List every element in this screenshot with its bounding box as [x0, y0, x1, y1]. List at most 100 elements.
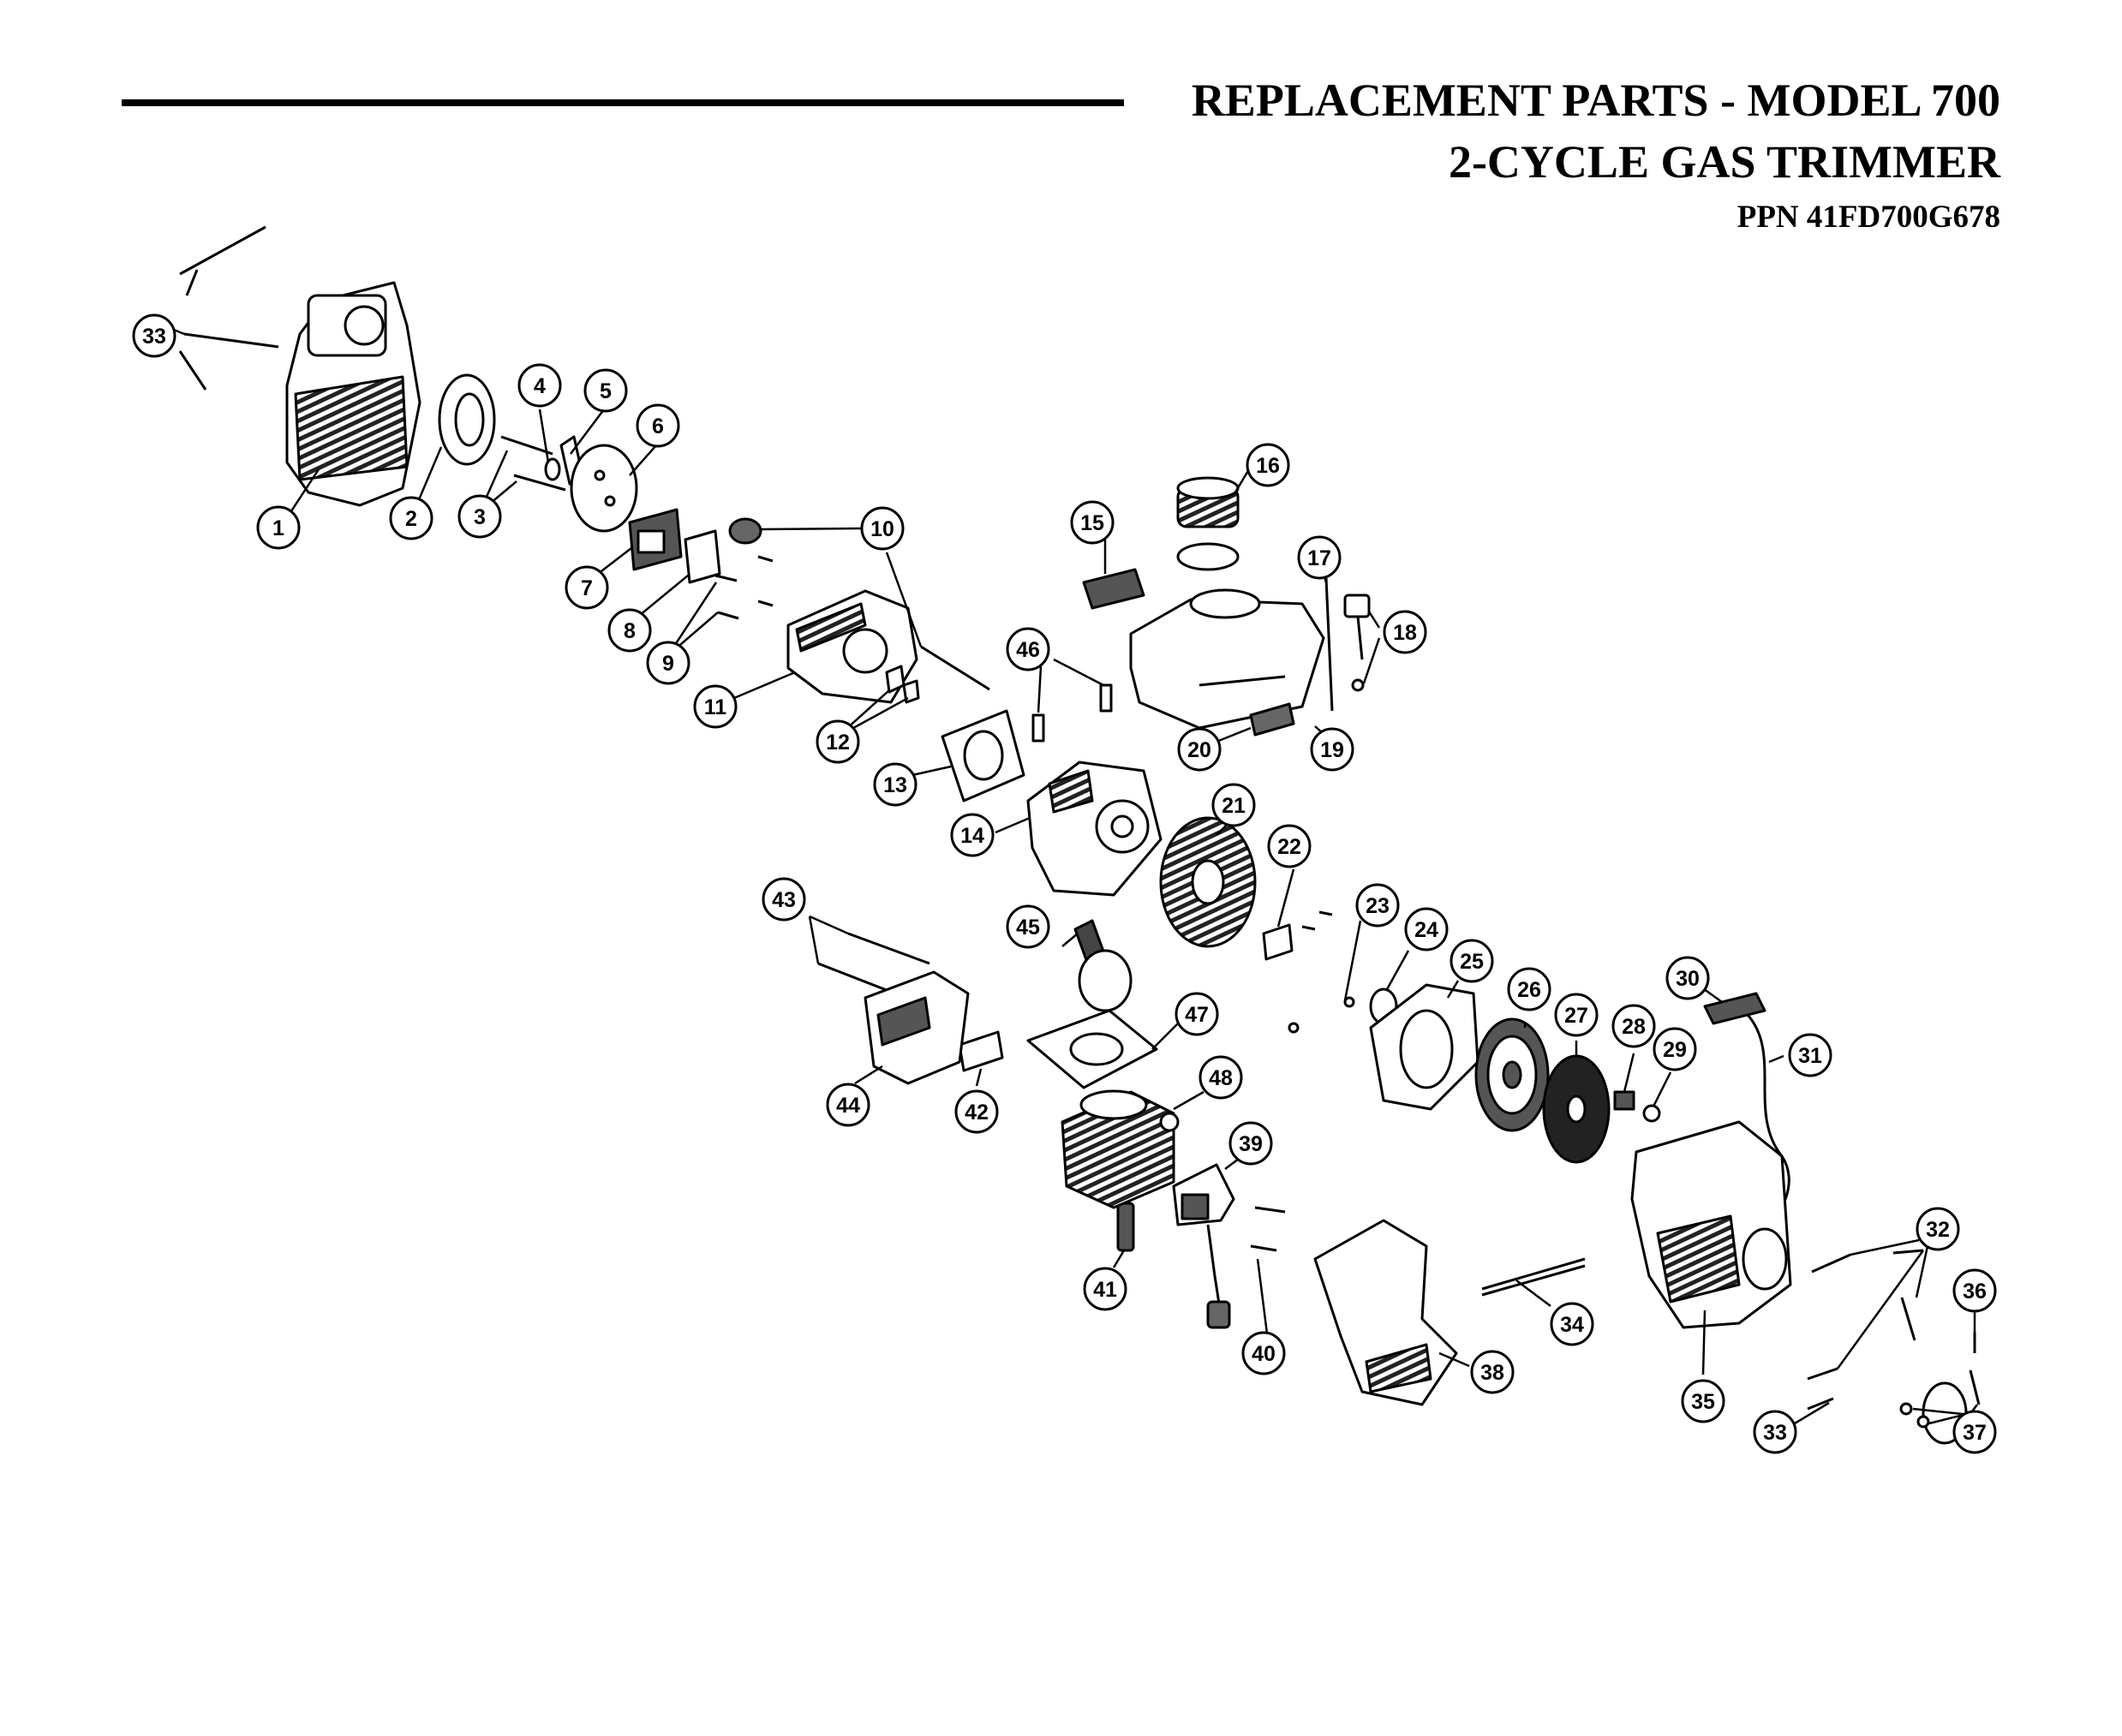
callout-circle — [1916, 1207, 1960, 1251]
callout-label: 41 — [1093, 1278, 1117, 1302]
callout-circle — [457, 494, 502, 539]
callout-circle — [132, 313, 176, 358]
callout-label: 5 — [600, 379, 612, 403]
callout-label: 43 — [772, 888, 796, 912]
callout-circle — [646, 641, 690, 685]
callout-circle — [256, 505, 301, 550]
callout-32: 32 — [1916, 1207, 1960, 1251]
callout-circle — [873, 762, 918, 807]
callout-label: 48 — [1209, 1066, 1233, 1090]
callout-9: 9 — [646, 641, 690, 685]
callout-20: 20 — [1177, 727, 1222, 772]
part-32-screws — [1807, 1249, 1924, 1381]
callout-circle — [1952, 1410, 1997, 1454]
callout-23: 23 — [1355, 883, 1400, 928]
callout-25: 25 — [1450, 939, 1494, 983]
part-12-clips — [885, 665, 920, 704]
callout-18: 18 — [1383, 610, 1427, 654]
callout-label: 39 — [1239, 1132, 1263, 1156]
callout-30: 30 — [1665, 956, 1710, 1000]
callout-label: 36 — [1963, 1280, 1987, 1303]
part-16-fuel-cap — [1176, 476, 1240, 571]
callout-circle — [954, 1089, 999, 1134]
part-3-bolts — [500, 435, 566, 492]
callout-label: 22 — [1277, 835, 1301, 859]
part-8-gasket — [684, 529, 721, 584]
callout-circle — [1241, 1331, 1286, 1375]
part-39-ignition-module — [1172, 1163, 1286, 1226]
callout-42: 42 — [954, 1089, 999, 1134]
callout-33: 33 — [1753, 1410, 1797, 1454]
callout-circle — [1470, 1350, 1515, 1394]
callout-circle — [1297, 535, 1342, 580]
callout-label: 16 — [1256, 454, 1280, 478]
callout-label: 32 — [1926, 1218, 1950, 1242]
callout-17: 17 — [1297, 535, 1342, 580]
part-20-bracket — [1249, 702, 1295, 737]
callout-circle — [1653, 1027, 1697, 1071]
part-26-starter-pulley — [1474, 1017, 1550, 1132]
callout-10: 10 — [860, 506, 905, 551]
part-33-screws-bottom — [1807, 1397, 1834, 1411]
callout-3: 3 — [457, 494, 502, 539]
part-47-cylinder-gasket — [1026, 1009, 1158, 1089]
part-28-pawl — [1613, 1090, 1635, 1111]
callout-circle — [826, 1083, 870, 1127]
callout-41: 41 — [1083, 1267, 1127, 1311]
callout-35: 35 — [1681, 1379, 1725, 1423]
callout-label: 11 — [704, 695, 727, 719]
callout-45: 45 — [1006, 904, 1050, 949]
part-30-starter-handle — [1703, 992, 1766, 1025]
callout-7: 7 — [565, 565, 609, 610]
part-14-engine-housing — [1026, 761, 1163, 897]
callout-circle — [1355, 883, 1400, 928]
callout-44: 44 — [826, 1083, 870, 1127]
callout-21: 21 — [1211, 783, 1256, 827]
callout-label: 20 — [1187, 738, 1211, 762]
callout-5: 5 — [583, 368, 628, 413]
callout-label: 35 — [1691, 1390, 1715, 1414]
callout-label: 13 — [883, 773, 907, 797]
callout-31: 31 — [1788, 1033, 1832, 1077]
callout-circle — [860, 506, 905, 551]
callout-label: 17 — [1307, 546, 1331, 570]
callout-29: 29 — [1653, 1027, 1697, 1071]
callout-label: 21 — [1222, 794, 1246, 818]
callout-circle — [1228, 1121, 1273, 1166]
callout-label: 31 — [1798, 1044, 1822, 1068]
callout-circle — [607, 608, 652, 653]
callout-circle — [1550, 1302, 1594, 1346]
callout-label: 24 — [1414, 918, 1438, 942]
callout-circle — [1681, 1379, 1725, 1423]
part-40-spark-plug-wire — [1206, 1224, 1277, 1329]
callout-circle — [1211, 783, 1256, 827]
callout-label: 28 — [1622, 1015, 1646, 1039]
callout-circle — [1753, 1410, 1797, 1454]
callout-46: 46 — [1006, 627, 1050, 671]
part-41-spark-plug — [1116, 1202, 1135, 1252]
callout-label: 30 — [1676, 967, 1700, 991]
callout-33: 33 — [132, 313, 176, 358]
callout-circle — [1383, 610, 1427, 654]
callout-label: 44 — [836, 1094, 860, 1118]
callout-label: 10 — [870, 517, 894, 541]
callout-2: 2 — [389, 496, 433, 540]
part-1-crankcase-housing — [285, 281, 421, 507]
part-7-carburetor — [628, 508, 683, 571]
callout-16: 16 — [1246, 443, 1290, 487]
part-13-gasket — [941, 709, 1025, 802]
callout-circle — [1246, 443, 1290, 487]
part-4-washer — [544, 457, 561, 481]
callout-8: 8 — [607, 608, 652, 653]
callout-circle — [1006, 627, 1050, 671]
part-15-filter-element — [1082, 568, 1145, 610]
callout-37: 37 — [1952, 1410, 1997, 1454]
callout-label: 42 — [965, 1101, 989, 1125]
part-17-fuel-line — [1324, 577, 1334, 712]
callout-label: 45 — [1016, 916, 1040, 940]
callout-label: 19 — [1320, 738, 1344, 762]
callout-circle — [1450, 939, 1494, 983]
callout-label: 27 — [1564, 1004, 1588, 1028]
callout-label: 2 — [405, 507, 417, 531]
